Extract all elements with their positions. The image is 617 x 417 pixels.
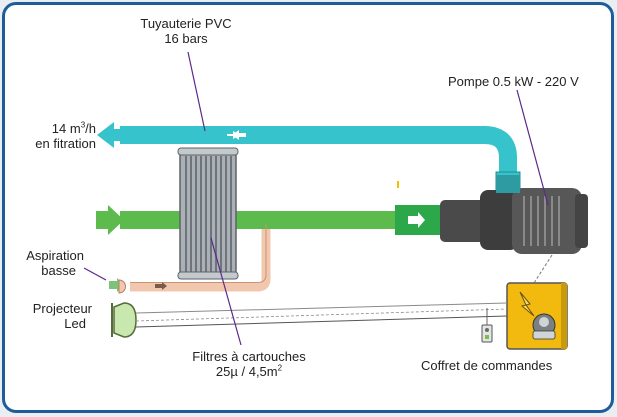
- lightning-icon: [519, 291, 535, 317]
- pump-label: Pompe 0.5 kW - 220 V: [448, 74, 579, 89]
- pressure-pipe: [97, 122, 521, 195]
- inlet-arrow-icon: [96, 205, 124, 235]
- electric-wires: [135, 254, 553, 328]
- cartridge-filter: [177, 147, 239, 280]
- marker: [397, 181, 399, 188]
- left-arrow-icon: [232, 130, 246, 140]
- switch-icon: [481, 324, 493, 343]
- pipe-label: Tuyauterie PVC 16 bars: [140, 16, 232, 46]
- suction-label: Aspiration basse: [26, 248, 84, 278]
- pump: [440, 175, 588, 254]
- led-projector: [111, 302, 137, 338]
- control-box: [506, 282, 568, 350]
- leader-lines: [83, 51, 549, 346]
- outlet-arrow-icon: [97, 122, 126, 148]
- control-box-label: Coffret de commandes: [421, 358, 553, 373]
- suction-pipe: [109, 224, 271, 294]
- right-arrow-icon: [408, 212, 425, 228]
- projector-label: Projecteur Led: [32, 301, 92, 331]
- filters-label: Filtres à cartouches 25µ / 4,5m2: [192, 349, 306, 379]
- flow-label: 14 m3/h en fitration: [35, 120, 96, 151]
